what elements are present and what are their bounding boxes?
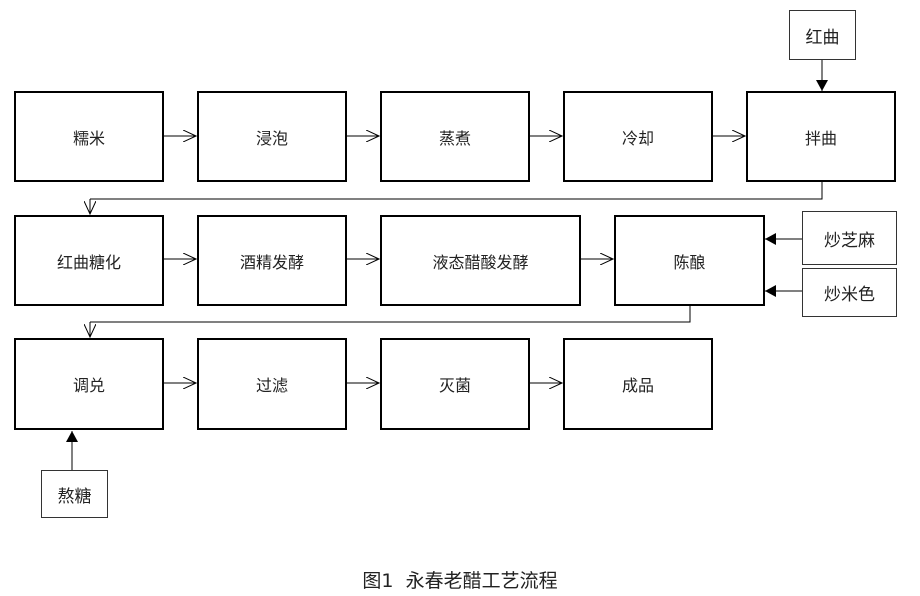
- connector-row1-row2: [90, 182, 823, 200]
- step-label: 糯米: [72, 128, 105, 148]
- step-label: 调兑: [72, 376, 105, 395]
- step-sterilization: 灭菌: [380, 338, 530, 430]
- step-soaking: 浸泡: [197, 91, 347, 182]
- step-label: 液态醋酸发酵: [432, 252, 529, 272]
- step-alcohol-fermentation: 酒精发酵: [197, 215, 347, 306]
- step-acetic-fermentation: 液态醋酸发酵: [380, 215, 581, 306]
- step-blending: 调兑: [14, 338, 164, 430]
- step-aging: 陈酿: [614, 215, 765, 306]
- input-label: 炒芝麻: [824, 230, 875, 251]
- input-roasted-sesame: 炒芝麻: [802, 211, 897, 265]
- step-label: 冷却: [621, 128, 654, 148]
- input-roasted-rice-color: 炒米色: [802, 268, 897, 317]
- step-saccharification: 红曲糖化: [14, 215, 164, 306]
- step-finished-product: 成品: [563, 338, 713, 430]
- step-label: 浸泡: [255, 128, 288, 148]
- input-label: 红曲: [805, 27, 840, 48]
- step-mixing-koji: 拌曲: [746, 91, 896, 182]
- input-label: 熬糖: [57, 486, 92, 507]
- input-label: 炒米色: [824, 285, 875, 305]
- figure-caption: 图1 永春老醋工艺流程: [362, 570, 558, 592]
- step-steaming: 蒸煮: [380, 91, 530, 182]
- input-hongqu: 红曲: [789, 10, 856, 60]
- step-label: 灭菌: [438, 376, 471, 395]
- connector-row2-row3: [90, 306, 691, 323]
- step-cooling: 冷却: [563, 91, 713, 182]
- step-label: 蒸煮: [438, 128, 471, 148]
- step-label: 成品: [621, 376, 654, 395]
- input-boiled-sugar: 熬糖: [41, 470, 108, 518]
- step-glutinous-rice: 糯米: [14, 91, 164, 182]
- step-label: 红曲糖化: [56, 252, 121, 272]
- step-label: 拌曲: [804, 128, 837, 148]
- step-label: 陈酿: [673, 252, 706, 272]
- step-label: 过滤: [255, 376, 288, 395]
- step-filtering: 过滤: [197, 338, 347, 430]
- step-label: 酒精发酵: [239, 252, 304, 272]
